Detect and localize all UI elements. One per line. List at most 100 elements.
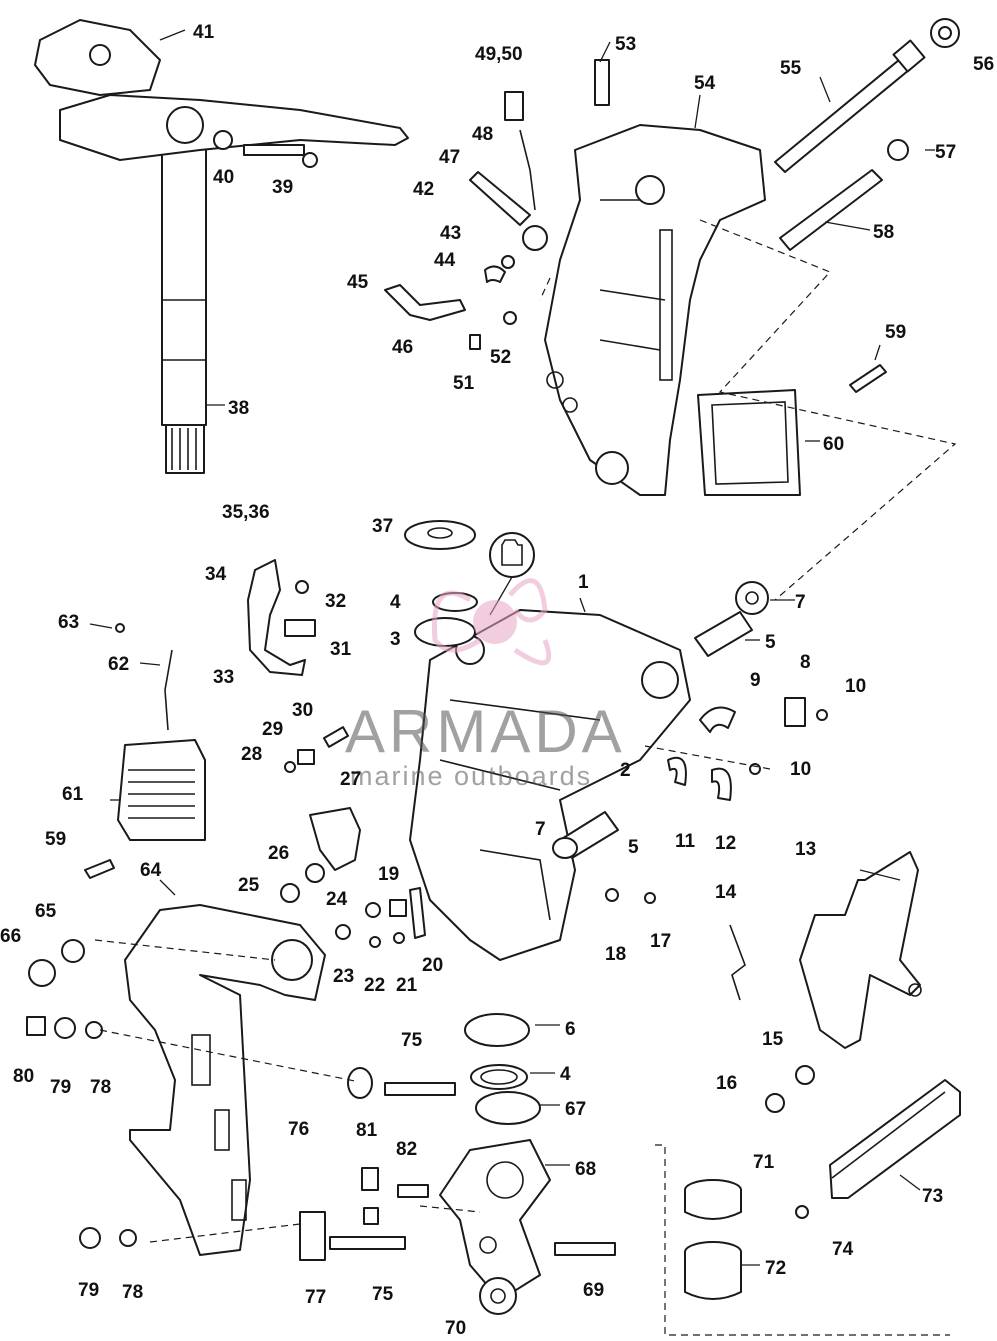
callout-label: 32: [325, 591, 346, 612]
callout-label: 3: [390, 629, 401, 650]
callout-label: 10: [845, 676, 866, 697]
callout-label: 65: [35, 901, 57, 922]
callout-label: 35,36: [222, 502, 270, 523]
callout-label: 82: [396, 1139, 417, 1160]
armada-watermark: ARMADA marine outboards: [345, 578, 622, 791]
washers-78-79-bottom: [79, 1227, 137, 1249]
callout-label: 79: [78, 1280, 99, 1301]
callout-label: 27: [340, 769, 361, 790]
callout-label: 11: [675, 831, 696, 852]
callout-label: 59: [45, 829, 66, 850]
callout-label: 54: [694, 73, 716, 94]
callout-label: 12: [715, 833, 736, 854]
callout-label: 10: [790, 759, 811, 780]
callout-label: 71: [753, 1152, 775, 1173]
callout-label: 20: [422, 955, 443, 976]
bolt-59-lower: [84, 859, 115, 879]
callout-label: 2: [620, 760, 631, 781]
tilt-lever-parts-31-36: [247, 559, 316, 676]
bushings-5-7: [552, 581, 769, 859]
callout-label: 29: [262, 719, 283, 740]
callout-label: 75: [372, 1284, 394, 1305]
callout-label: 25: [238, 875, 260, 896]
callout-label: 14: [715, 882, 737, 903]
callout-label: 70: [445, 1318, 466, 1339]
callout-label: 78: [122, 1282, 143, 1303]
callout-label: 17: [650, 931, 671, 952]
callout-label: 1: [578, 572, 589, 593]
callout-label: 31: [330, 639, 352, 660]
washers-78-80-top: [26, 1016, 103, 1039]
callout-label: 7: [795, 592, 806, 613]
callout-label: 57: [935, 142, 956, 163]
callout-label: 15: [762, 1029, 784, 1050]
callout-label: 81: [356, 1120, 378, 1141]
callout-label: 28: [241, 744, 262, 765]
callout-label: 30: [292, 700, 313, 721]
lower-hardware: [299, 1067, 616, 1261]
bolt-59-top: [849, 364, 887, 393]
callout-label: 58: [873, 222, 894, 243]
small-parts-14-16: [729, 924, 815, 1113]
callout-label: 37: [372, 516, 393, 537]
callout-label: 18: [605, 944, 626, 965]
callout-label: 22: [364, 975, 385, 996]
callout-label: 9: [750, 670, 761, 691]
callout-label: 63: [58, 612, 79, 633]
callout-label: 80: [13, 1066, 34, 1087]
callout-label: 51: [453, 373, 475, 394]
callout-label: 39: [272, 177, 293, 198]
callout-label: 69: [583, 1280, 604, 1301]
small-parts-17-18: [605, 888, 656, 904]
washers-top-1: [404, 520, 478, 647]
callout-label: 53: [615, 34, 636, 55]
callout-label: 24: [326, 889, 348, 910]
callout-label: 4: [390, 592, 401, 613]
callout-label: 76: [288, 1119, 309, 1140]
transom-bracket-part-64: [124, 904, 326, 1256]
callout-label: 44: [434, 250, 456, 271]
callout-label: 41: [193, 22, 215, 43]
swivel-bracket-part: [544, 124, 766, 496]
callout-label: 56: [973, 54, 994, 75]
callout-label: 16: [716, 1073, 737, 1094]
swivel-housing-part-68: [439, 1139, 551, 1315]
callout-label: 19: [378, 864, 399, 885]
callout-label: 52: [490, 347, 511, 368]
callout-label: 72: [765, 1258, 786, 1279]
steering-arm-part: [34, 19, 409, 161]
tilt-support-part-13: [799, 851, 922, 1049]
callout-label: 55: [780, 58, 802, 79]
callout-label: 48: [472, 124, 493, 145]
callout-label: 78: [90, 1077, 111, 1098]
part-drawings: [26, 18, 961, 1336]
callout-label: 13: [795, 839, 816, 860]
small-parts-top: [384, 59, 610, 350]
callout-label: 6: [565, 1019, 576, 1040]
callout-label: 67: [565, 1099, 586, 1120]
small-hardware-19-27: [280, 807, 426, 948]
callout-label: 5: [765, 632, 776, 653]
tilt-tube-parts: [774, 18, 960, 251]
callout-label: 75: [401, 1030, 423, 1051]
nut-washer-65-66: [28, 939, 85, 987]
pad-part-73: [795, 1079, 961, 1219]
callout-label: 26: [268, 843, 289, 864]
callout-label: 49,50: [475, 44, 523, 65]
callout-label: 45: [347, 272, 369, 293]
propeller-logo-icon: [431, 578, 552, 666]
clips-8-12: [667, 697, 828, 801]
callout-label: 46: [392, 337, 413, 358]
callout-label: 43: [440, 223, 461, 244]
callout-label: 38: [228, 398, 249, 419]
bolt-washer-39-40: [213, 130, 318, 168]
cover-part-61: [115, 623, 206, 841]
bushings-71-72: [684, 1179, 742, 1300]
callout-label: 66: [0, 926, 21, 947]
assembly-dashed-lines: [94, 219, 957, 1336]
callout-label: 4: [560, 1064, 571, 1085]
callout-label: 7: [535, 819, 546, 840]
callout-label: 64: [140, 860, 162, 881]
callout-label: 40: [213, 167, 234, 188]
